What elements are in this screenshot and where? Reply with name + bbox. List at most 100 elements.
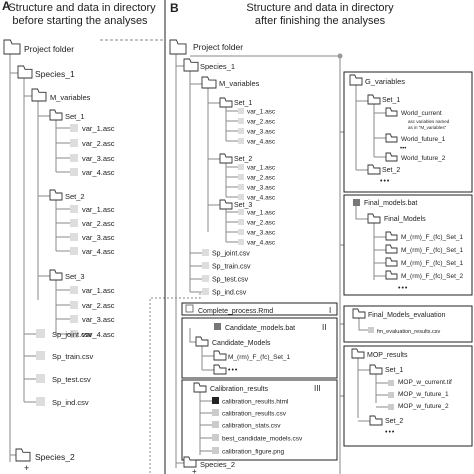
- b-species-1-folder-icon: [183, 58, 199, 72]
- panel-b-species-2-label: Species_2: [200, 460, 235, 469]
- asc-note-1: asc variables named: [408, 119, 450, 124]
- candidate-more-folder-icon: [213, 364, 227, 375]
- fm-evaluation-results-label: fm_evaluation_results.csv: [377, 329, 441, 335]
- world-future-2-folder-icon: [385, 152, 398, 162]
- panel-b-set-2-var_1-label: var_1.asc: [247, 165, 276, 172]
- panel-a-set-1-var_1-label: var_1.asc: [82, 124, 115, 133]
- complete-process-label: Complete_process.Rmd: [198, 308, 273, 315]
- calibration_csv-file-icon: [212, 409, 219, 416]
- box-final-models: [343, 194, 473, 296]
- box-final-models-evaluation: [343, 305, 473, 343]
- set-1-var_2-file-icon: [70, 139, 78, 147]
- calibration_html-file-icon: [212, 397, 219, 404]
- panel-b-sp_joint-label: Sp_joint.csv: [212, 251, 250, 258]
- panel-b-sp_ind-file-icon: [202, 288, 209, 295]
- set-1-var_1-file-icon: [70, 124, 78, 132]
- mop-future-1-label: MOP_w_future_1: [398, 391, 449, 398]
- panel-a-sp_test-file-icon: [36, 374, 45, 383]
- set-3-var_1-file-icon: [70, 286, 78, 294]
- box-iii-roman: III: [314, 384, 321, 393]
- b-species-2-folder-icon: [183, 456, 197, 468]
- mop-results-folder-icon: [351, 348, 365, 359]
- panel-a-set-3-label: Set_3: [65, 272, 85, 281]
- calibration_png-label: calibration_figure.png: [222, 449, 285, 456]
- b-set-1-folder-icon: [219, 97, 233, 108]
- set-3-var_4-file-icon: [70, 330, 78, 338]
- final-models-evaluation-label: Final_Models_evaluation: [368, 312, 446, 319]
- b-set-2-folder-icon: [219, 153, 233, 164]
- panel-b-set-2-var_3-label: var_3.asc: [247, 185, 276, 192]
- best_candidate-file-icon: [212, 434, 219, 441]
- panel-b-set-1-var_1-label: var_1.asc: [247, 109, 276, 116]
- calibration_stats-label: calibration_stats.csv: [222, 423, 281, 430]
- panel-a-sp_joint-label: Sp_joint.csv: [52, 330, 93, 339]
- world-future-1-folder-icon: [385, 133, 398, 143]
- dashed-link-b: [149, 293, 201, 474]
- b-set-1-var_2-file-icon: [238, 118, 244, 124]
- panel-b-set-2-var_4-label: var_4.asc: [247, 195, 276, 202]
- panel-b-title-line1: Structure and data in directory: [246, 2, 394, 14]
- panel-b-sp_train-file-icon: [202, 262, 209, 269]
- panel-a-sp_test-label: Sp_test.csv: [52, 375, 91, 384]
- panel-a-project-folder-label: Project folder: [24, 44, 74, 54]
- b-set-2-var_2-file-icon: [238, 174, 244, 180]
- complete-process-file-icon: [185, 304, 194, 313]
- world-future-2-label: World_future_2: [401, 155, 446, 162]
- panel-a-set-1-var_2-label: var_2.asc: [82, 139, 115, 148]
- panel-b-set-3-var_4-label: var_4.asc: [247, 240, 276, 247]
- asc-note-2: as in "M_variables": [408, 125, 447, 130]
- g-variables-label: G_variables: [365, 77, 405, 86]
- final-models-bat-file-icon: [353, 199, 360, 206]
- set-2-var_3-file-icon: [70, 233, 78, 241]
- panel-a-set-1-var_4-label: var_4.asc: [82, 168, 115, 177]
- panel-b-set-3-label: Set_3: [234, 202, 252, 209]
- panel-b-species-1-label: Species_1: [200, 62, 235, 71]
- junction-dot: [337, 53, 343, 59]
- b-set-1-var_1-file-icon: [238, 108, 244, 114]
- g-set-ellipsis: •••: [380, 178, 390, 185]
- calibration_stats-file-icon: [212, 421, 219, 428]
- mop-results-label: MOP_results: [367, 352, 408, 359]
- candidate-set-folder-icon: [213, 350, 227, 361]
- candidate-set-1-label: M_(rm)_F_(fc)_Set_1: [228, 354, 291, 361]
- final-models-label: Final_Models: [384, 216, 426, 223]
- set-2-var_2-file-icon: [70, 219, 78, 227]
- panel-b-title-line2: after finishing the analyses: [255, 15, 386, 27]
- m-variables-folder-icon: [31, 88, 47, 102]
- calibration_png-file-icon: [212, 447, 219, 454]
- mop-future-2-file-icon: [388, 404, 394, 410]
- panel-a-sp_train-label: Sp_train.csv: [52, 352, 94, 361]
- final-model-4-folder-icon: [385, 270, 398, 280]
- g-variables-folder-icon: [349, 74, 363, 86]
- panel-b-sp_test-label: Sp_test.csv: [212, 277, 249, 284]
- set-1-var_4-file-icon: [70, 168, 78, 176]
- panel-a-set-2-var_3-label: var_3.asc: [82, 233, 115, 242]
- panel-a-title-line1: Structure and data in directory: [8, 2, 156, 14]
- world-current-folder-icon: [385, 107, 398, 117]
- mop-current-file-icon: [388, 380, 394, 386]
- set-3-var_2-file-icon: [70, 301, 78, 309]
- mop-set-2-folder-icon: [369, 415, 383, 426]
- world-future-1-label: World_future_1: [401, 136, 446, 143]
- panel-a-m-variables-label: M_variables: [50, 93, 91, 102]
- set-2-var_4-file-icon: [70, 247, 78, 255]
- panel-b-set-3-var_3-label: var_3.asc: [247, 230, 276, 237]
- mop-set-1-folder-icon: [369, 364, 383, 375]
- panel-b-set-3-var_1-label: var_1.asc: [247, 210, 276, 217]
- box-mop-results: [343, 345, 473, 447]
- box-candidate-models: [181, 317, 338, 379]
- b-set-2-var_3-file-icon: [238, 184, 244, 190]
- project-folder-icon: [3, 39, 21, 55]
- b-set-3-var_2-file-icon: [238, 219, 244, 225]
- final-model-2-folder-icon: [385, 244, 398, 254]
- g-set-1-label: Set_1: [382, 97, 400, 104]
- mop-set-1-label: Set_1: [385, 367, 403, 374]
- panel-b-set-1-label: Set_1: [234, 100, 252, 107]
- g-world-ellipsis: •••: [400, 146, 406, 152]
- panel-a-set-3-var_4-label: var_4.asc: [82, 330, 115, 339]
- b-set-1-var_3-file-icon: [238, 128, 244, 134]
- final-model-3-folder-icon: [385, 257, 398, 267]
- fm-evaluation-folder-icon: [352, 308, 366, 319]
